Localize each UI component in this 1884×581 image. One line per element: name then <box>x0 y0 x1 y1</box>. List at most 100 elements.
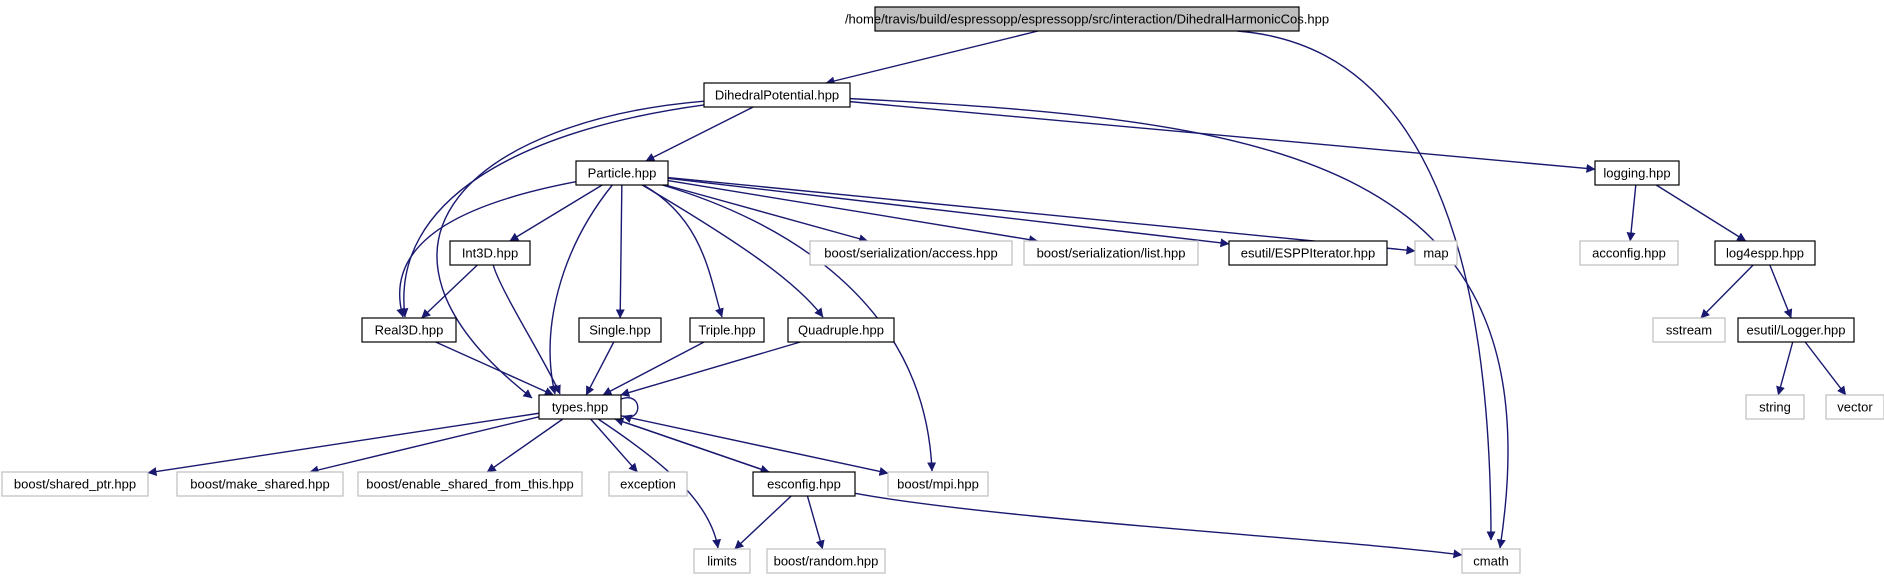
edge-particle-to-map <box>667 176 1416 255</box>
node-root[interactable]: /home/travis/build/espressopp/espressopp… <box>845 6 1329 32</box>
edge-types-to-shared_ptr <box>147 412 540 477</box>
node-box-logging <box>1594 160 1680 186</box>
node-label-mpi: boost/mpi.hpp <box>897 477 979 492</box>
node-label-cmath: cmath <box>1473 554 1508 569</box>
node-label-ser_access: boost/serialization/access.hpp <box>824 246 997 261</box>
edge-logger-to-vector <box>1804 341 1847 396</box>
node-box-esppiter <box>1228 240 1388 266</box>
node-types[interactable]: types.hpp <box>538 394 622 420</box>
node-logging[interactable]: logging.hpp <box>1594 160 1680 186</box>
node-label-make_shared: boost/make_shared.hpp <box>190 477 329 492</box>
edge-particle-to-esppiter <box>667 177 1230 248</box>
node-esconfig[interactable]: esconfig.hpp <box>752 471 856 497</box>
node-box-exception <box>608 471 688 497</box>
node-layer: /home/travis/build/espressopp/espressopp… <box>1 6 1884 574</box>
node-box-enable_shared <box>357 471 583 497</box>
edge-particle-to-triple <box>642 184 724 318</box>
node-label-single: Single.hpp <box>589 323 650 338</box>
edge-particle-to-int3d <box>509 184 603 242</box>
node-esppiter[interactable]: esutil/ESPPIterator.hpp <box>1228 240 1388 266</box>
node-label-triple: Triple.hpp <box>698 323 755 338</box>
node-box-sstream <box>1652 317 1726 343</box>
edge-esconfig-to-cmath <box>854 492 1463 559</box>
node-label-root: /home/travis/build/espressopp/espressopp… <box>845 12 1329 27</box>
node-box-mpi <box>887 471 989 497</box>
node-label-logger: esutil/Logger.hpp <box>1746 323 1845 338</box>
edge-triple-to-types <box>602 341 705 396</box>
node-label-quadruple: Quadruple.hpp <box>798 323 884 338</box>
node-label-ser_list: boost/serialization/list.hpp <box>1037 246 1186 261</box>
edge-particle-to-mpi <box>662 184 937 472</box>
node-quadruple[interactable]: Quadruple.hpp <box>787 317 895 343</box>
node-label-enable_shared: boost/enable_shared_from_this.hpp <box>366 477 573 492</box>
node-enable_shared: boost/enable_shared_from_this.hpp <box>357 471 583 497</box>
edge-dihedral-to-types <box>436 100 705 399</box>
node-box-shared_ptr <box>1 471 149 497</box>
node-label-shared_ptr: boost/shared_ptr.hpp <box>14 477 136 492</box>
edge-particle-to-single <box>615 184 625 319</box>
node-cmath: cmath <box>1461 548 1521 574</box>
node-label-random: boost/random.hpp <box>774 554 879 569</box>
node-log4espp[interactable]: log4espp.hpp <box>1714 240 1816 266</box>
node-random: boost/random.hpp <box>766 548 886 574</box>
node-string: string <box>1745 394 1805 420</box>
node-logger[interactable]: esutil/Logger.hpp <box>1737 317 1855 343</box>
node-triple[interactable]: Triple.hpp <box>689 317 765 343</box>
node-ser_access: boost/serialization/access.hpp <box>809 240 1013 266</box>
node-label-string: string <box>1759 400 1791 415</box>
edge-particle-to-ser_access <box>665 184 869 244</box>
node-particle[interactable]: Particle.hpp <box>575 160 669 186</box>
node-box-limits <box>693 548 751 574</box>
edge-types-to-exception <box>590 418 638 473</box>
node-box-single <box>578 317 662 343</box>
node-box-int3d <box>449 240 531 266</box>
node-label-real3d: Real3D.hpp <box>375 323 444 338</box>
edge-real3d-to-types <box>435 341 554 396</box>
node-label-dihedral: DihedralPotential.hpp <box>715 88 839 103</box>
edge-int3d-to-real3d <box>421 264 478 319</box>
edge-esconfig-to-types <box>614 417 770 473</box>
node-box-map <box>1414 240 1458 266</box>
node-box-cmath <box>1461 548 1521 574</box>
node-exception: exception <box>608 471 688 497</box>
edge-int3d-to-types <box>492 264 561 395</box>
edge-types-to-types <box>620 397 639 424</box>
node-limits: limits <box>693 548 751 574</box>
node-label-exception: exception <box>620 477 676 492</box>
node-int3d[interactable]: Int3D.hpp <box>449 240 531 266</box>
node-label-vector: vector <box>1837 400 1873 415</box>
node-real3d[interactable]: Real3D.hpp <box>361 317 457 343</box>
node-box-string <box>1745 394 1805 420</box>
node-box-root <box>874 6 1300 32</box>
node-single[interactable]: Single.hpp <box>578 317 662 343</box>
edge-logging-to-log4espp <box>1655 184 1747 242</box>
node-label-log4espp: log4espp.hpp <box>1726 246 1804 261</box>
edge-dihedral-to-cmath <box>849 97 1509 549</box>
node-label-map: map <box>1423 246 1448 261</box>
node-label-particle: Particle.hpp <box>588 166 657 181</box>
edge-layer <box>147 30 1847 559</box>
edge-single-to-types <box>585 341 615 396</box>
node-shared_ptr: boost/shared_ptr.hpp <box>1 471 149 497</box>
edge-root-to-cmath <box>1237 30 1496 541</box>
node-box-random <box>766 548 886 574</box>
node-make_shared: boost/make_shared.hpp <box>176 471 344 497</box>
node-box-particle <box>575 160 669 186</box>
node-label-acconfig: acconfig.hpp <box>1592 246 1666 261</box>
edge-dihedral-to-logging <box>849 100 1596 173</box>
edge-esconfig-to-limits <box>734 495 792 550</box>
node-box-triple <box>689 317 765 343</box>
edge-types-to-make_shared <box>309 416 540 475</box>
node-box-make_shared <box>176 471 344 497</box>
node-label-sstream: sstream <box>1666 323 1712 338</box>
node-dihedral[interactable]: DihedralPotential.hpp <box>703 82 851 108</box>
node-box-dihedral <box>703 82 851 108</box>
edge-dihedral-to-real3d <box>399 104 705 318</box>
node-box-types <box>538 394 622 420</box>
node-label-types: types.hpp <box>552 400 608 415</box>
node-sstream: sstream <box>1652 317 1726 343</box>
node-label-esconfig: esconfig.hpp <box>767 477 841 492</box>
node-label-esppiter: esutil/ESPPIterator.hpp <box>1241 246 1375 261</box>
edge-dihedral-to-particle <box>645 106 754 162</box>
